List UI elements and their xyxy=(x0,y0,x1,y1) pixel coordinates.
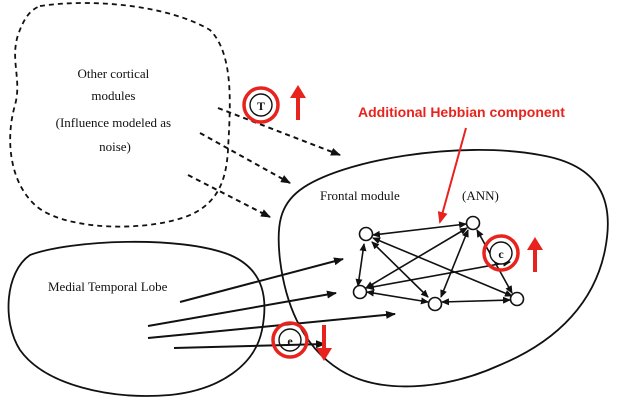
parameter-t-highlight xyxy=(242,86,280,124)
network-node-1 xyxy=(358,226,374,242)
parameter-t-up-arrow xyxy=(290,85,306,120)
mtl-input-arrow-2 xyxy=(147,290,337,327)
ann-label: (ANN) xyxy=(462,188,499,203)
other-cortical-modules-region xyxy=(9,2,231,228)
edge-n4-n5 xyxy=(366,289,429,305)
edge-n5-n6 xyxy=(441,296,511,306)
medial-temporal-lobe-region xyxy=(7,240,266,397)
frontal-module-region xyxy=(277,149,609,388)
network-node-6 xyxy=(509,291,525,307)
hebbian-annotation-label: Additional Hebbian component xyxy=(358,104,565,120)
other-cortical-label: Other cortical modules (Influence modele… xyxy=(56,66,175,154)
medial-temporal-lobe-label: Medial Temporal Lobe xyxy=(48,279,168,294)
hebbian-annotation-arrow xyxy=(437,127,467,224)
network-node-2 xyxy=(465,215,481,231)
parameter-t-label: T xyxy=(257,99,265,113)
edge-n1-n4 xyxy=(355,243,367,287)
parameter-e-circle xyxy=(278,328,302,352)
parameter-c-label: c xyxy=(498,247,504,261)
mtl-input-arrow-3 xyxy=(147,310,396,339)
edge-n1-n2 xyxy=(372,221,467,238)
network-node-5 xyxy=(427,296,443,312)
edge-n4-n3 xyxy=(366,259,511,291)
noise-input-arrow-2 xyxy=(199,132,291,184)
parameter-e-down-arrow xyxy=(316,325,332,361)
frontal-module-label: Frontal module xyxy=(320,188,400,203)
edge-n2-n5 xyxy=(440,229,469,298)
parameter-t-circle xyxy=(249,93,273,117)
noise-input-arrow-1 xyxy=(217,107,341,156)
parameter-c-circle xyxy=(489,241,513,265)
network-edges xyxy=(355,221,513,306)
parameter-e-label: e xyxy=(287,334,293,348)
mtl-input-arrow-4 xyxy=(173,340,326,349)
parameter-c-up-arrow xyxy=(527,237,543,272)
noise-input-arrow-3 xyxy=(187,174,271,218)
edge-n1-n5 xyxy=(371,241,429,298)
parameter-c-highlight xyxy=(482,234,520,272)
mtl-input-arrow-1 xyxy=(179,257,344,303)
parameter-e-highlight xyxy=(271,321,309,359)
network-node-4 xyxy=(352,284,368,300)
